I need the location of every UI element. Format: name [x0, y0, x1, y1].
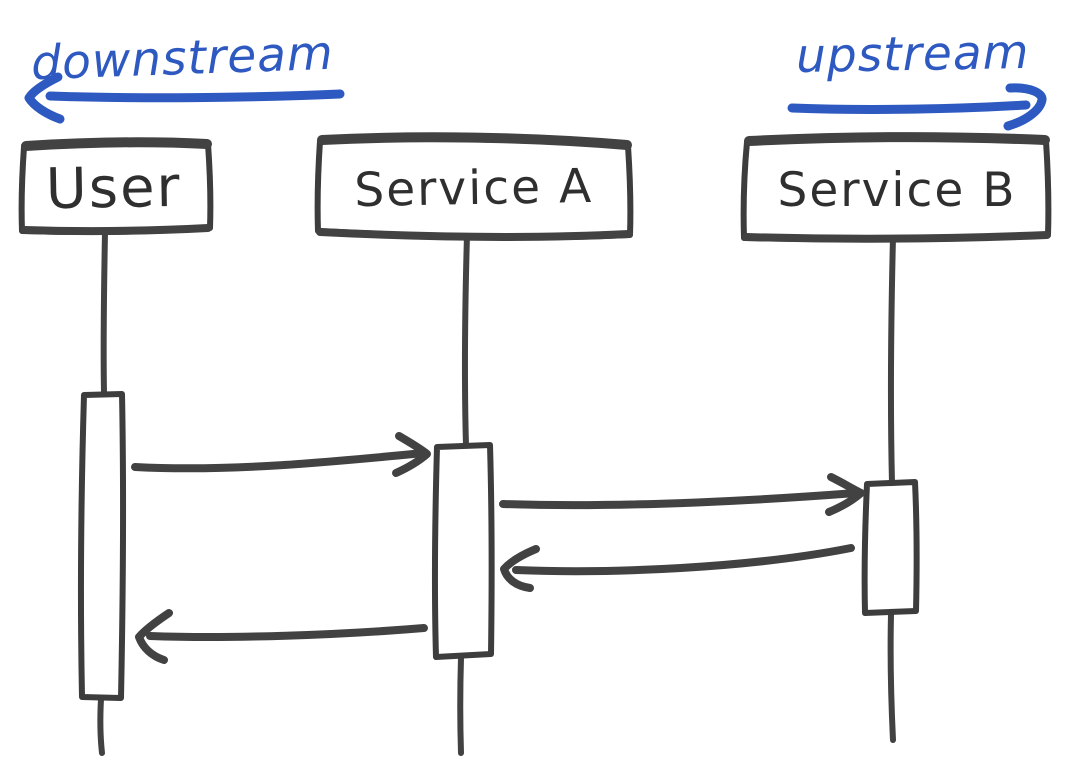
actor-box-service-b-bottom-edge	[742, 231, 1051, 243]
activation-bars	[77, 391, 920, 701]
actor-label-service-b: Service B	[778, 163, 1017, 218]
message-arrow-service-b-to-service-a	[500, 544, 855, 592]
actor-box-user-bottom-edge	[21, 224, 212, 236]
message-arrow-service-a-to-service-b	[499, 473, 865, 516]
message-arrow-service-a-to-user-shaft	[146, 624, 428, 642]
lifelines	[97, 229, 896, 756]
lifeline-user-tail	[97, 696, 105, 756]
activation-bar-service-a	[431, 442, 495, 660]
lifeline-user-upper	[100, 229, 108, 395]
actor-user: User	[18, 137, 214, 236]
actor-box-service-a-top-edge	[317, 132, 632, 150]
upstream-label: upstream	[796, 25, 1030, 84]
message-arrow-user-to-service-a-shaft	[131, 449, 428, 473]
actor-label-user: User	[45, 155, 182, 222]
message-arrow-user-to-service-a-head	[392, 432, 431, 477]
lifeline-service-b-upper	[887, 234, 896, 486]
activation-bar-user	[77, 391, 127, 701]
message-arrow-service-b-to-service-a-shaft	[512, 544, 855, 576]
lifeline-service-b-tail	[887, 612, 896, 743]
actor-label-service-a: Service A	[354, 159, 594, 218]
lifeline-service-a-tail	[457, 655, 464, 756]
upstream-arrow-shaft	[787, 100, 1031, 114]
downstream-arrow-shaft	[45, 89, 345, 103]
lifeline-service-a-upper	[461, 232, 470, 449]
downstream-annotation: downstream	[24, 26, 345, 124]
downstream-arrow-head	[24, 72, 65, 124]
message-arrow-service-a-to-user-head	[135, 609, 173, 664]
actor-box-service-a-bottom-edge	[316, 228, 633, 241]
upstream-arrow-head	[1003, 83, 1047, 131]
downstream-label: downstream	[30, 26, 334, 92]
upstream-annotation: upstream	[787, 25, 1047, 131]
actor-box-user-top-edge	[21, 137, 212, 151]
message-arrow-user-to-service-a	[131, 432, 431, 477]
message-arrow-service-b-to-service-a-head	[500, 545, 540, 592]
activation-bar-service-b	[861, 479, 920, 616]
message-arrow-service-a-to-user	[135, 609, 428, 664]
actor-box-service-b-top-edge	[744, 132, 1050, 146]
message-arrow-service-a-to-service-b-shaft	[499, 489, 860, 510]
message-arrows	[131, 432, 865, 664]
actor-service-b: Service B	[740, 132, 1052, 243]
message-arrow-service-a-to-service-b-head	[825, 473, 865, 516]
actor-service-a: Service A	[314, 132, 634, 241]
